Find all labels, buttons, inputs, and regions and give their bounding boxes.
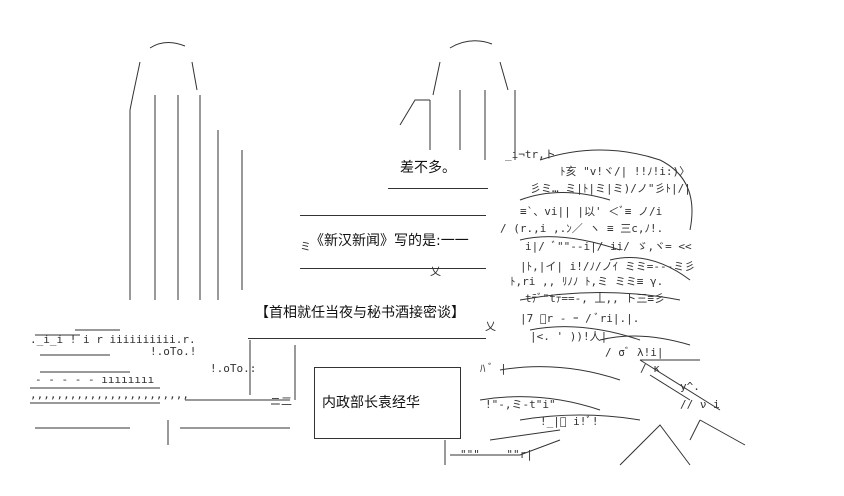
- caption-box-text: 内政部长袁经华: [322, 395, 420, 411]
- svg-text:|7 ﾞr - ｰ / ﾞri|.|.: |7 ﾞr - ｰ / ﾞri|.|.: [520, 312, 639, 325]
- svg-text:ニ二: ニ二: [270, 395, 292, 408]
- svg-text:ﾊ ﾞ |: ﾊ ﾞ |: [480, 362, 507, 375]
- svg-text:- - - - - ıııııııı: - - - - - ıııııııı: [35, 373, 154, 386]
- svg-text:/ κ: / κ: [640, 362, 660, 375]
- svg-text:y^.: y^.: [680, 380, 700, 393]
- caption-box-frame: [314, 367, 461, 439]
- svg-text:"""----""r|: """----""r|: [460, 448, 533, 461]
- svg-text:彡ミ… ミ|ﾄ|ミ|ミ)/ノ"彡ﾄ|/|: 彡ミ… ミ|ﾄ|ミ|ミ)/ノ"彡ﾄ|/|: [530, 182, 691, 195]
- svg-text:._i_i ! i r iiiiiiiiii.r.: ._i_i ! i r iiiiiiiiii.r.: [30, 333, 196, 346]
- art-glyphs: ._i_i ! i r iiiiiiiiii.r. - - - - - ıııı…: [30, 148, 720, 461]
- svg-text:乂: 乂: [485, 320, 496, 333]
- speech-bubble-2-frame: [300, 215, 486, 269]
- svg-text:!"-,ミ-t"i": !"-,ミ-t"i": [485, 398, 556, 411]
- svg-text:|ﾄ,|イ| i!/ﾉ/ノｲ ミミ=---ミ彡: |ﾄ,|イ| i!/ﾉ/ノｲ ミミ=---ミ彡: [520, 260, 695, 273]
- svg-text:乂: 乂: [430, 265, 441, 278]
- speech-bubble-2-text: 《新汉新闻》写的是:一一: [310, 233, 469, 249]
- svg-text:/ (r.,i ,.ﾝ／ ヽ ≡ 三c,ﾉ!.: / (r.,i ,.ﾝ／ ヽ ≡ 三c,ﾉ!.: [500, 222, 663, 235]
- svg-text:|<. ' ))!人|: |<. ' ))!人|: [530, 330, 607, 343]
- svg-text:_i¬tr,ト: _i¬tr,ト: [505, 148, 556, 161]
- svg-text:ﾄ,ri ,, ﾘﾉﾉ ﾄ,ミ ミミ≡ γ.: ﾄ,ri ,, ﾘﾉﾉ ﾄ,ミ ミミ≡ γ.: [510, 275, 663, 288]
- svg-text:≡`、vi|| |以' ＜ﾞ≡ ノ/i: ≡`、vi|| |以' ＜ﾞ≡ ノ/i: [520, 205, 662, 218]
- svg-text:!.oTo.!: !.oTo.!: [150, 345, 196, 358]
- svg-text:!_|ﾟ i!ﾞ!: !_|ﾟ i!ﾞ!: [540, 415, 598, 428]
- svg-text:/ σﾞ λ!i|: / σﾞ λ!i|: [605, 346, 663, 359]
- svg-text:ﾄ亥 "v!ヾ/| !!ﾉ!i:)〉: ﾄ亥 "v!ヾ/| !!ﾉ!i:)〉: [560, 164, 690, 178]
- speech-bubble-3-text: 【首相就任当夜与秘书酒接密谈】: [255, 305, 465, 321]
- svg-text:// ν i: // ν i: [680, 398, 720, 411]
- art-strokes: [30, 40, 746, 466]
- speech-bubble-1-text: 差不多。: [400, 160, 456, 176]
- speech-bubble-1-frame: [388, 148, 488, 189]
- svg-text:tﾃﾞ"tﾃ==-, 丄,, ト三≡彡: tﾃﾞ"tﾃ==-, 丄,, ト三≡彡: [525, 292, 665, 305]
- svg-text:,,,,,,,,,,,,,,,,,,,,,,,,: ,,,,,,,,,,,,,,,,,,,,,,,,: [30, 388, 189, 401]
- svg-text:i|/ ﾞ""--i|/ ii/ ゞ,ヾ= <<: i|/ ﾞ""--i|/ ii/ ゞ,ヾ= <<: [525, 240, 692, 253]
- svg-text:!.oTo.:: !.oTo.:: [210, 362, 256, 375]
- svg-text:ミ: ミ: [300, 240, 311, 253]
- speech-bubble-3-frame: [248, 292, 486, 339]
